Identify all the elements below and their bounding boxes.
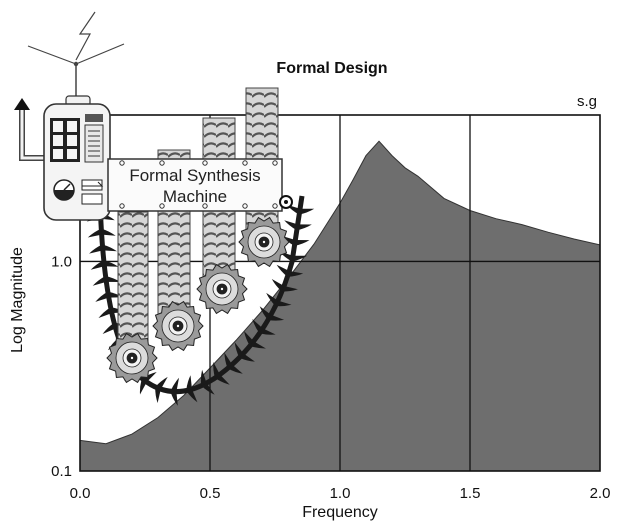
corner-label: s.g <box>577 93 597 110</box>
belt-tooth <box>215 374 230 385</box>
belt-tooth <box>259 306 271 320</box>
belt-tooth <box>284 220 298 231</box>
belt-tooth <box>186 375 192 391</box>
belt-tooth <box>213 362 220 378</box>
x-tick-labels: 0.0 0.5 1.0 1.5 2.0 <box>70 485 611 502</box>
belt-tooth <box>287 271 304 277</box>
belt-tooth <box>244 331 254 346</box>
gears <box>106 216 290 384</box>
belt-tooth <box>186 389 198 403</box>
belt-tooth <box>224 352 233 369</box>
belt-tooth <box>89 244 103 254</box>
belt-tooth <box>276 264 290 277</box>
belt-tooth <box>249 341 266 349</box>
belt-tooth <box>296 224 312 231</box>
belt-tooth <box>292 255 308 262</box>
belt-tooth <box>170 391 178 406</box>
x-tick-label: 1.0 <box>330 485 351 502</box>
belt-tooth <box>259 328 276 335</box>
belt-tooth <box>266 292 278 306</box>
machine-label-line-2: Machine <box>163 187 227 206</box>
belt-tooth <box>275 300 292 307</box>
belt-tooth <box>200 369 207 386</box>
feed-pipe <box>19 110 46 161</box>
machine-label-plate <box>107 158 283 212</box>
belt-tooth <box>105 276 121 282</box>
x-tick-label: 0.0 <box>70 485 91 502</box>
belt-tooth <box>227 364 243 374</box>
belt-tooth <box>299 208 315 215</box>
belt-tooth <box>155 387 161 403</box>
rivets <box>119 160 278 209</box>
x-tick-label: 2.0 <box>590 485 611 502</box>
belt-tooth <box>201 383 215 395</box>
belt-tooth <box>92 276 107 286</box>
belt-tooth <box>271 279 285 292</box>
belt-tooth <box>102 322 116 334</box>
belt-tooth <box>252 319 263 334</box>
belt-tooth <box>170 377 179 392</box>
arrow-up-icon <box>14 98 30 110</box>
switch-panel-icon <box>81 179 104 205</box>
belt-tooth <box>95 291 109 302</box>
spring <box>117 211 149 359</box>
belt-tooth <box>268 314 285 321</box>
belt-tooth <box>234 342 244 358</box>
x-axis-title: Frequency <box>302 504 378 521</box>
keypad-icon <box>50 118 80 162</box>
y-tick-labels: 0.1 1.0 <box>51 253 72 480</box>
antenna-tip <box>73 61 79 67</box>
y-tick-label: 0.1 <box>51 463 72 480</box>
synthesis-machine-illustration: Formal Synthesis Machine <box>14 11 315 406</box>
belt-tooth <box>101 228 116 236</box>
y-tick-label: 1.0 <box>51 253 72 270</box>
belt-tooth <box>294 240 310 246</box>
belt-tooth <box>239 353 255 362</box>
belt-tooth <box>155 376 168 390</box>
belt-tooth <box>103 260 119 267</box>
belt-tooth <box>87 228 102 238</box>
belt-tooth <box>281 286 298 292</box>
gear-icon <box>106 332 158 384</box>
belt-tooth <box>98 307 112 318</box>
gear-icon <box>196 263 248 315</box>
lightning-bolt-icon <box>75 11 96 61</box>
belt-tooth <box>139 378 147 395</box>
gear-icon <box>238 216 290 268</box>
plot-frame <box>79 114 601 472</box>
x-tick-label: 0.5 <box>200 485 221 502</box>
readout-panel-icon <box>84 114 104 163</box>
antenna-arms <box>27 43 125 65</box>
chart-title: Formal Design <box>276 60 387 77</box>
belt-tooth <box>141 372 157 383</box>
dial-gauge-icon <box>53 179 75 201</box>
gear-icon <box>152 300 204 352</box>
x-tick-label: 1.5 <box>460 485 481 502</box>
machine-label-line-1: Formal Synthesis <box>129 166 260 185</box>
y-axis-title: Log Magnitude <box>9 247 26 353</box>
belt-tooth <box>90 260 105 270</box>
belt-tooth <box>102 244 117 252</box>
